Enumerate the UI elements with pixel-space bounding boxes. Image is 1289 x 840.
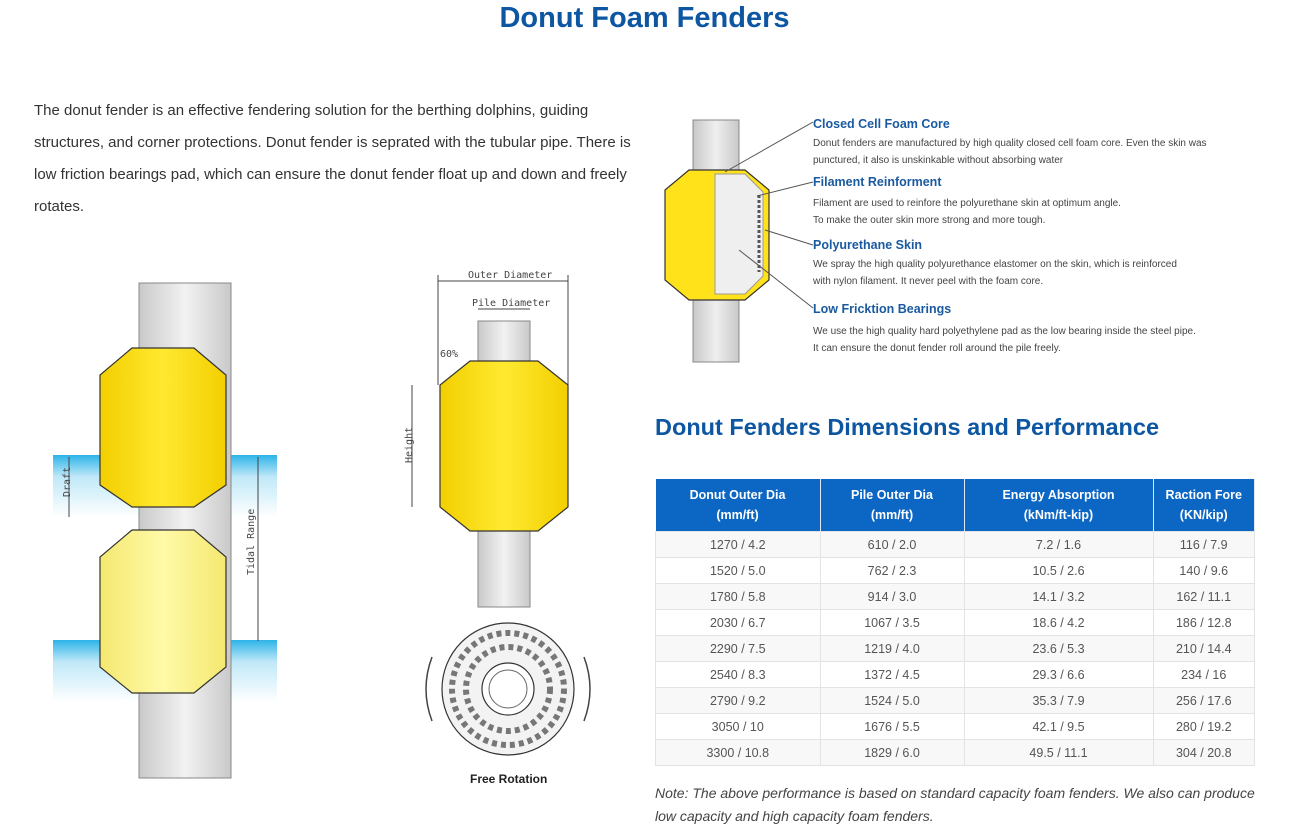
pile-bottom-section <box>477 524 531 608</box>
feature-title-skin: Polyurethane Skin <box>813 238 922 252</box>
feature-desc-foam-core-1: Donut fenders are manufactured by high q… <box>813 138 1207 149</box>
column-header: Energy Absorption(kNm/ft-kip) <box>964 479 1154 532</box>
draft-label: Draft <box>62 467 73 497</box>
table-section-title: Donut Fenders Dimensions and Performance <box>655 414 1160 440</box>
table-cell: 280 / 19.2 <box>1152 713 1255 740</box>
dimensions-table: Donut Outer Dia(mm/ft) Pile Outer Dia(mm… <box>655 479 1255 766</box>
table-cell: 35.3 / 7.9 <box>963 687 1154 714</box>
feature-title-bearings: Low Fricktion Bearings <box>813 302 951 316</box>
table-cell: 1219 / 4.0 <box>819 635 965 662</box>
outer-diameter-label: Outer Diameter <box>468 270 552 281</box>
fender-lower <box>99 529 227 694</box>
table-cell: 14.1 / 3.2 <box>963 583 1154 610</box>
feature-desc-bearings-1: We use the high quality hard polyethylen… <box>813 326 1196 337</box>
table-cell: 29.3 / 6.6 <box>963 661 1154 688</box>
table-cell: 2030 / 6.7 <box>655 609 821 636</box>
feature-title-filament: Filament Reinforment <box>813 175 942 189</box>
pile-diameter-label: Pile Diameter <box>472 298 550 309</box>
free-rotation-diagram <box>425 622 591 756</box>
table-cell: 1829 / 6.0 <box>819 739 965 766</box>
table-note: Note: The above performance is based on … <box>655 785 1255 824</box>
fender-upper <box>99 347 227 508</box>
table-cell: 1524 / 5.0 <box>819 687 965 714</box>
table-cell: 3050 / 10 <box>655 713 821 740</box>
feature-desc-filament-1: Filament are used to reinfore the polyur… <box>813 198 1121 209</box>
feature-desc-filament-2: To make the outer skin more strong and m… <box>813 215 1045 226</box>
table-cell: 2290 / 7.5 <box>655 635 821 662</box>
table-cell: 7.2 / 1.6 <box>963 531 1154 558</box>
table-cell: 1780 / 5.8 <box>655 583 821 610</box>
table-cell: 18.6 / 4.2 <box>963 609 1154 636</box>
table-cell: 2790 / 9.2 <box>655 687 821 714</box>
height-label: Height <box>404 427 415 463</box>
table-cell: 1270 / 4.2 <box>655 531 821 558</box>
table-cell: 49.5 / 11.1 <box>963 739 1154 766</box>
feature-desc-foam-core-2: punctured, it also is unskinkable withou… <box>813 155 1064 166</box>
table-cell: 1067 / 3.5 <box>819 609 965 636</box>
feature-title-foam-core: Closed Cell Foam Core <box>813 117 950 131</box>
table-cell: 610 / 2.0 <box>819 531 965 558</box>
features-diagram: Closed Cell Foam Core Donut fenders are … <box>664 117 1207 363</box>
table-cell: 210 / 14.4 <box>1152 635 1255 662</box>
table-cell: 914 / 3.0 <box>819 583 965 610</box>
page-title: Donut Foam Fenders <box>499 2 790 34</box>
table-cell: 2540 / 8.3 <box>655 661 821 688</box>
table-cell: 234 / 16 <box>1152 661 1255 688</box>
tidal-range-label: Tidal Range <box>246 509 257 575</box>
fender-section <box>439 360 569 532</box>
angle-label: 60% <box>440 349 458 360</box>
table-cell: 1372 / 4.5 <box>819 661 965 688</box>
table-cell: 1676 / 5.5 <box>819 713 965 740</box>
free-rotation-label: Free Rotation <box>470 772 547 786</box>
column-header: Pile Outer Dia(mm/ft) <box>820 479 965 532</box>
table-cell: 762 / 2.3 <box>819 557 965 584</box>
table-cell: 23.6 / 5.3 <box>963 635 1154 662</box>
table-cell: 304 / 20.8 <box>1152 739 1255 766</box>
table-cell: 162 / 11.1 <box>1152 583 1255 610</box>
feature-desc-bearings-2: It can ensure the donut fender roll arou… <box>813 343 1061 354</box>
feature-desc-skin-2: with nylon filament. It never peel with … <box>812 276 1043 287</box>
table-cell: 186 / 12.8 <box>1152 609 1255 636</box>
feature-cutaway <box>714 173 764 295</box>
column-header: Raction Fore(KN/kip) <box>1153 479 1255 532</box>
intro-paragraph: The donut fender is an effective fenderi… <box>34 102 631 215</box>
table-cell: 42.1 / 9.5 <box>963 713 1154 740</box>
table-cell: 10.5 / 2.6 <box>963 557 1154 584</box>
pile-top-section <box>477 320 531 364</box>
table-cell: 116 / 7.9 <box>1152 531 1255 558</box>
table-cell: 1520 / 5.0 <box>655 557 821 584</box>
donut-fender-diagram: Draft Tidal Range Outer Diameter Pile Di… <box>53 270 591 786</box>
feature-desc-skin-1: We spray the high quality polyurethance … <box>813 259 1177 270</box>
table-cell: 256 / 17.6 <box>1152 687 1255 714</box>
table-cell: 140 / 9.6 <box>1152 557 1255 584</box>
table-cell: 3300 / 10.8 <box>655 739 821 766</box>
column-header: Donut Outer Dia(mm/ft) <box>655 479 821 532</box>
